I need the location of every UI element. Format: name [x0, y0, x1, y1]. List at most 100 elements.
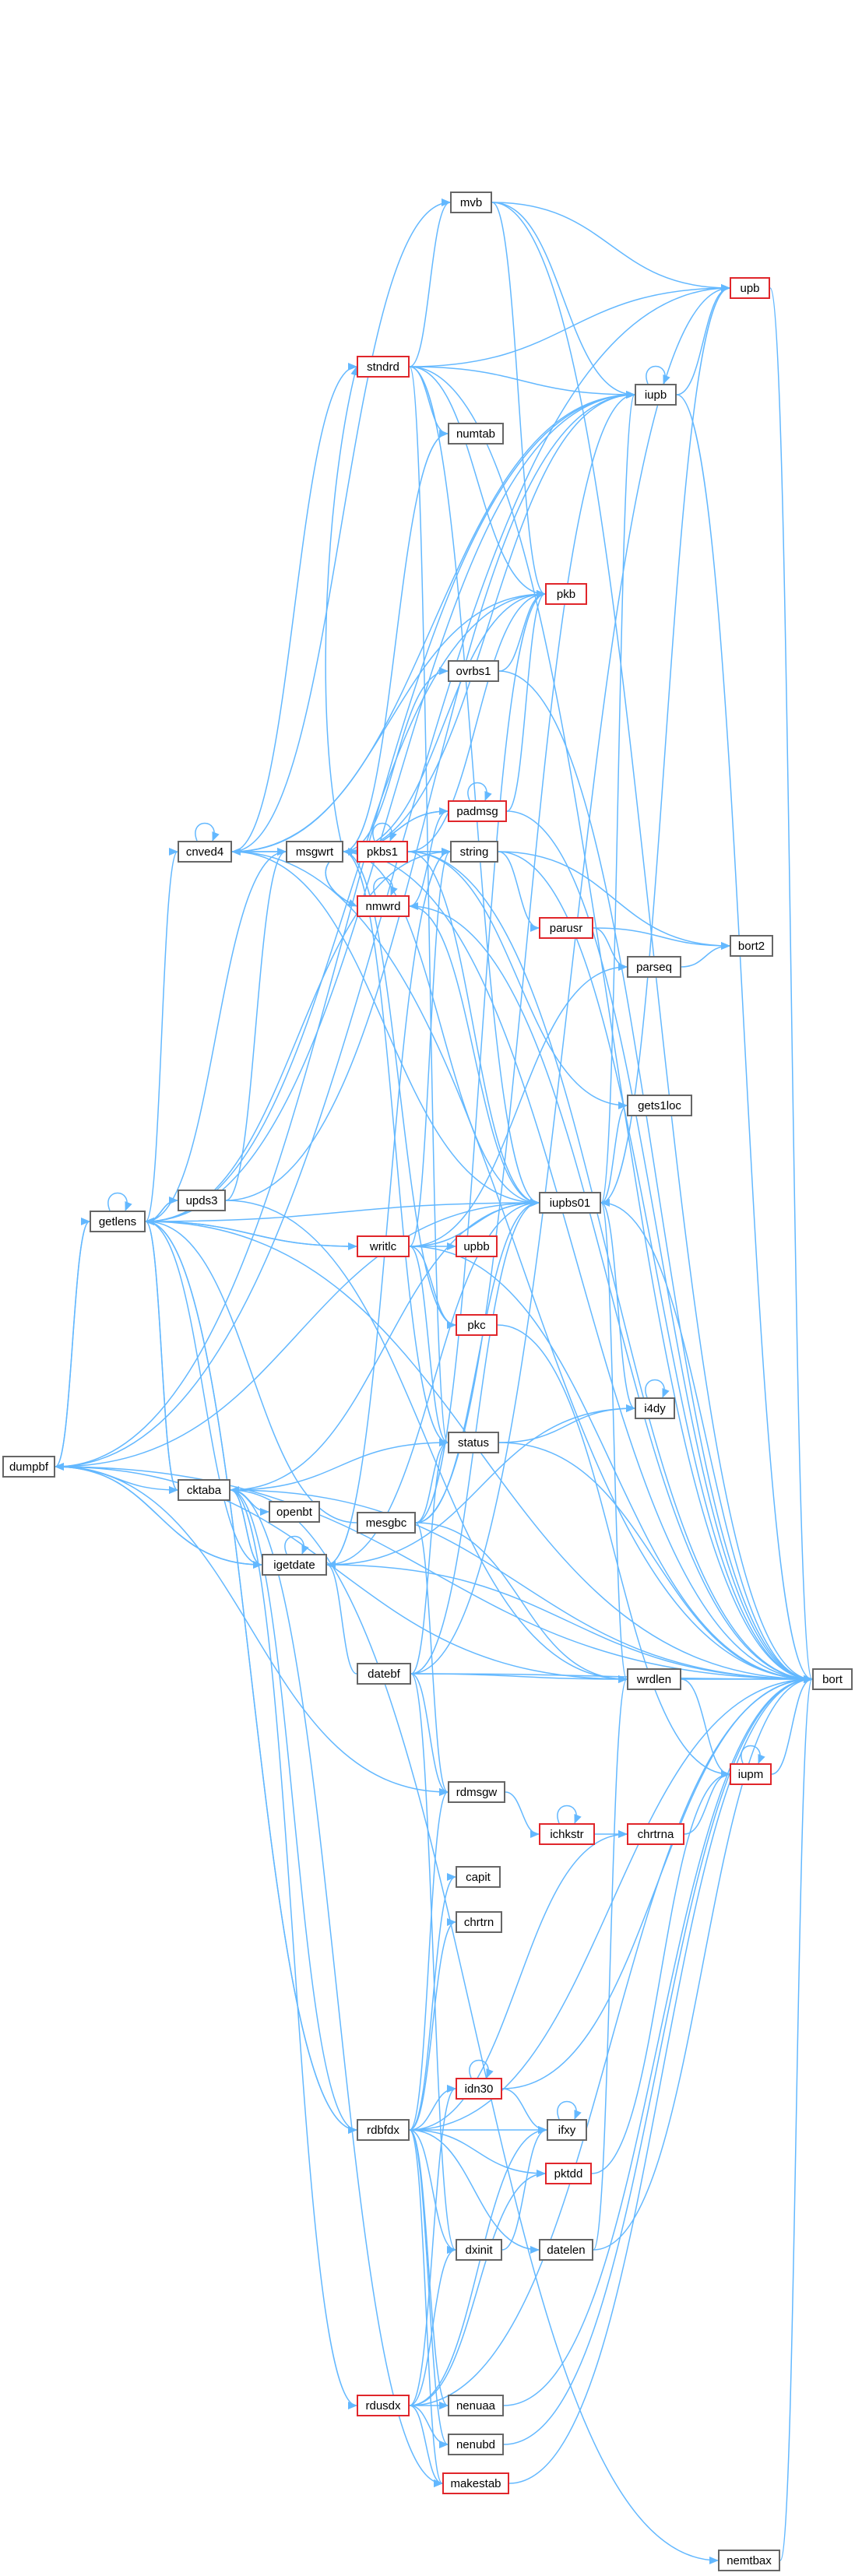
node-iupm[interactable]: iupm — [730, 1763, 772, 1785]
node-label: openbt — [276, 1505, 312, 1519]
node-upb[interactable]: upb — [730, 277, 770, 299]
node-idn30[interactable]: idn30 — [456, 2078, 502, 2100]
edge-padmsg-nmwrd — [409, 810, 449, 910]
node-label: pkc — [467, 1318, 486, 1332]
node-igetdate[interactable]: igetdate — [262, 1554, 327, 1576]
node-openbt[interactable]: openbt — [269, 1501, 320, 1523]
edge-msgwrt-ovrbs1 — [343, 667, 449, 852]
node-label: dumpbf — [9, 1460, 49, 1474]
edge-rdbfdx-chrtrna — [409, 1830, 628, 2131]
edge-stndrd-bort — [409, 366, 813, 1683]
node-bort[interactable]: bort — [812, 1668, 853, 1690]
node-ichkstr[interactable]: ichkstr — [539, 1823, 595, 1845]
edge-pkbs1-iupbs01 — [407, 851, 540, 1207]
edge-iupb-iupb — [646, 365, 670, 385]
edge-idn30-ifxy — [501, 2088, 547, 2134]
node-i4dy[interactable]: i4dy — [635, 1397, 675, 1419]
node-padmsg[interactable]: padmsg — [448, 800, 507, 822]
node-chrtrna[interactable]: chrtrna — [627, 1823, 684, 1845]
edge-rdbfdx-bort — [409, 1675, 813, 2131]
edge-string-parusr — [498, 851, 540, 932]
node-capit[interactable]: capit — [456, 1866, 501, 1888]
node-label: upbb — [463, 1239, 490, 1253]
node-wrdlen[interactable]: wrdlen — [627, 1668, 681, 1690]
edge-rdbfdx-capit — [409, 1873, 456, 2131]
edge-nmwrd-iupbs01 — [409, 905, 540, 1207]
node-writlc[interactable]: writlc — [357, 1235, 410, 1257]
node-pkbs1[interactable]: pkbs1 — [357, 841, 408, 863]
node-datelen[interactable]: datelen — [539, 2239, 593, 2261]
edge-getlens-cnved4 — [145, 848, 178, 1222]
node-label: igetdate — [273, 1558, 315, 1572]
node-rdmsgw[interactable]: rdmsgw — [448, 1781, 505, 1803]
node-pkc[interactable]: pkc — [456, 1314, 498, 1336]
node-rdusdx[interactable]: rdusdx — [357, 2395, 410, 2416]
node-gets1loc[interactable]: gets1loc — [627, 1095, 692, 1116]
node-ifxy[interactable]: ifxy — [547, 2119, 587, 2141]
node-msgwrt[interactable]: msgwrt — [286, 841, 343, 863]
node-datebf[interactable]: datebf — [357, 1663, 411, 1685]
edge-cnved4-iupbs01 — [231, 851, 540, 1207]
node-parusr[interactable]: parusr — [539, 917, 593, 939]
edge-iupbs01-i4dy — [600, 1202, 635, 1412]
node-nemtbax[interactable]: nemtbax — [718, 2550, 780, 2571]
node-pktdd[interactable]: pktdd — [545, 2163, 592, 2184]
node-label: rdusdx — [365, 2399, 401, 2413]
node-iupbs01[interactable]: iupbs01 — [539, 1192, 601, 1214]
node-iupb[interactable]: iupb — [635, 384, 677, 406]
edge-igetdate-i4dy — [326, 1404, 635, 1566]
node-dumpbf[interactable]: dumpbf — [2, 1456, 55, 1478]
node-parseq[interactable]: parseq — [627, 956, 681, 978]
node-nenubd[interactable]: nenubd — [448, 2434, 504, 2455]
edge-rdusdx-makestab — [409, 2405, 443, 2487]
node-label: upb — [740, 281, 760, 295]
node-nmwrd[interactable]: nmwrd — [357, 895, 410, 917]
node-label: nenubd — [456, 2437, 496, 2451]
edge-mesgbc-rdmsgw — [415, 1522, 449, 1796]
node-nenuaa[interactable]: nenuaa — [448, 2395, 504, 2416]
edge-nenubd-bort — [503, 1675, 813, 2445]
node-numtab[interactable]: numtab — [448, 423, 504, 445]
edge-dumpbf-wrdlen — [55, 1466, 628, 1683]
edge-ichkstr-ichkstr — [557, 1805, 582, 1824]
node-ovrbs1[interactable]: ovrbs1 — [448, 660, 499, 682]
node-label: capit — [466, 1870, 491, 1884]
node-rdbfdx[interactable]: rdbfdx — [357, 2119, 410, 2141]
edge-rdusdx-idn30 — [409, 2085, 456, 2406]
edge-rdusdx-ifxy — [409, 2126, 547, 2406]
node-string[interactable]: string — [450, 841, 498, 863]
node-label: stndrd — [367, 360, 399, 374]
node-getlens[interactable]: getlens — [90, 1211, 146, 1232]
node-dxinit[interactable]: dxinit — [456, 2239, 502, 2261]
node-label: iupm — [737, 1767, 764, 1781]
edge-rdbfdx-makestab — [409, 2129, 443, 2487]
edge-string-bort2 — [498, 851, 730, 950]
edge-iupbs01-bort — [600, 1202, 813, 1683]
edge-rdusdx-pktdd — [409, 2170, 546, 2406]
node-cnved4[interactable]: cnved4 — [178, 841, 232, 863]
node-makestab[interactable]: makestab — [442, 2472, 509, 2494]
node-upds3[interactable]: upds3 — [178, 1190, 226, 1211]
edge-cktaba-rdbfdx — [230, 1489, 357, 2134]
node-status[interactable]: status — [448, 1432, 499, 1453]
node-mesgbc[interactable]: mesgbc — [357, 1512, 416, 1534]
node-bort2[interactable]: bort2 — [730, 935, 773, 957]
edge-datebf-igetdate — [326, 1561, 357, 1675]
node-pkb[interactable]: pkb — [545, 583, 587, 605]
edge-cnved4-bort — [231, 851, 813, 1683]
node-upbb[interactable]: upbb — [456, 1235, 498, 1257]
node-cktaba[interactable]: cktaba — [178, 1479, 230, 1501]
edge-writlc-string — [409, 848, 451, 1247]
edge-mvb-iupb — [491, 202, 635, 399]
edge-pkbs1-bort — [407, 851, 813, 1683]
node-mvb[interactable]: mvb — [450, 192, 492, 213]
node-chrtrn[interactable]: chrtrn — [456, 1911, 502, 1933]
edge-rdbfdx-datelen — [409, 2129, 540, 2254]
node-stndrd[interactable]: stndrd — [357, 356, 410, 378]
node-label: getlens — [98, 1214, 137, 1228]
edge-gets1loc-iupbs01 — [600, 1105, 628, 1207]
node-label: dxinit — [465, 2243, 493, 2257]
edge-iupb-bort — [676, 394, 813, 1683]
edge-rdmsgw-ichkstr — [505, 1791, 540, 1838]
